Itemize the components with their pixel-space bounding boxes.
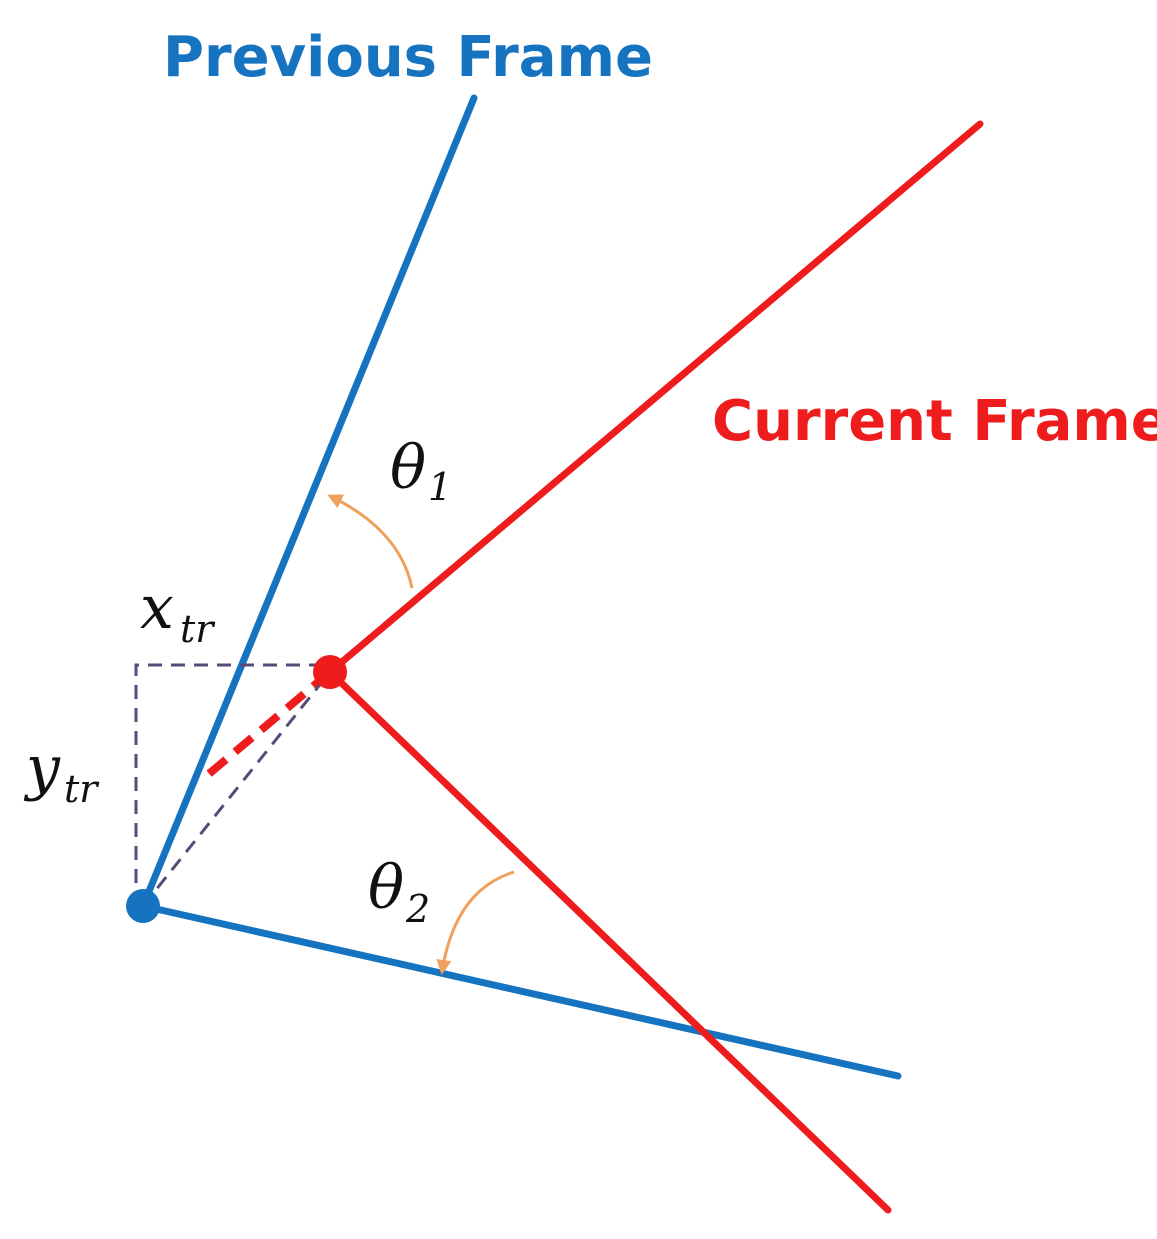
translation-vector-line: [141, 671, 332, 907]
x-tr-symbol: x: [140, 573, 174, 643]
theta1-subscript: 1: [428, 465, 452, 509]
theta2-symbol: θ: [368, 853, 404, 923]
previous-frame-origin: [126, 889, 160, 923]
theta2-subscript: 2: [405, 887, 430, 931]
theta2-label: θ 2: [368, 853, 430, 931]
theta1-angle-arrow: [327, 494, 414, 589]
current-frame-axis-1: [326, 120, 984, 676]
y-translation-label: y tr: [23, 733, 100, 811]
x-tr-subscript: tr: [180, 607, 216, 651]
previous-frame-axis-1: [139, 94, 478, 910]
y-tr-symbol: y: [23, 733, 61, 803]
current-frame-axis-extension: [201, 668, 333, 782]
current-frame-axis-2: [326, 668, 892, 1214]
previous-frame-label: Previous Frame: [163, 25, 653, 90]
theta1-symbol: θ: [390, 433, 426, 503]
theta1-label: θ 1: [390, 433, 452, 509]
current-frame-origin: [313, 655, 347, 689]
previous-frame-axis-2: [139, 902, 902, 1080]
current-frame-label: Current Frame: [712, 389, 1157, 454]
y-tr-subscript: tr: [64, 767, 100, 811]
translation-projection-lines: [134, 663, 330, 906]
theta2-angle-arrow: [436, 870, 515, 975]
x-translation-label: x tr: [140, 573, 216, 651]
